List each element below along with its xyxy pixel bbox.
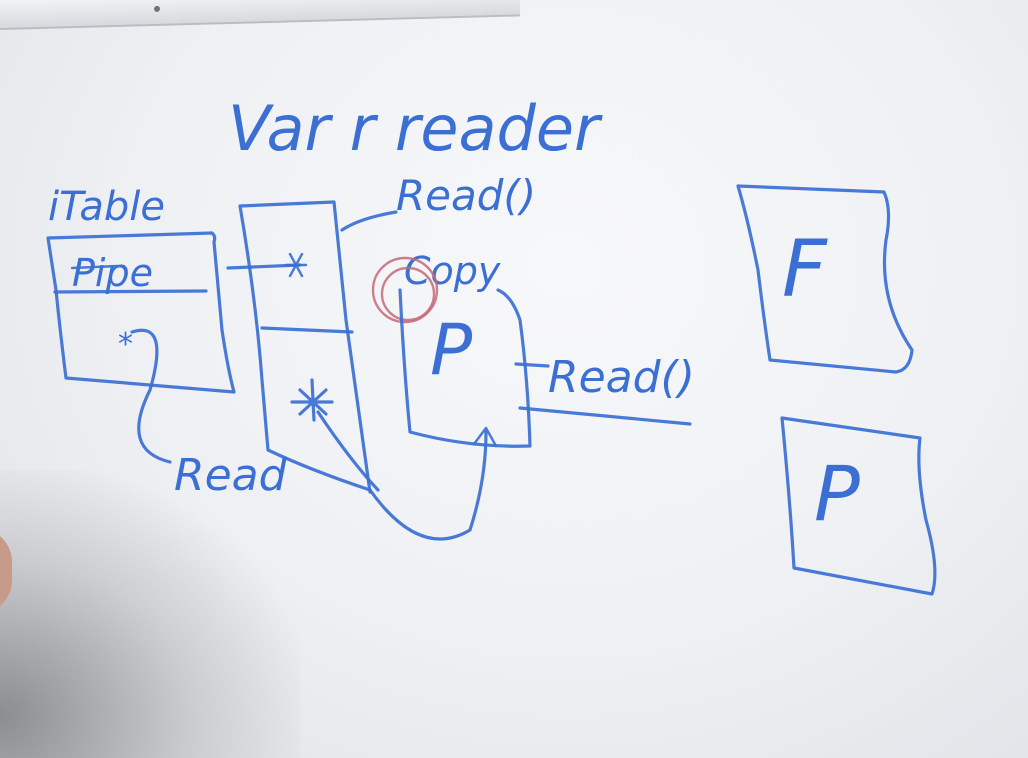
box-f: [736, 184, 914, 374]
title-text: Var r reader: [228, 92, 603, 165]
itable-label: iTable: [48, 184, 165, 230]
right-read-connector: [514, 362, 550, 368]
itable-star: *: [118, 327, 133, 362]
copy-highlight-ring-2: [380, 266, 436, 322]
method-right-text: Read(): [548, 352, 695, 403]
itable-entry-text: Pipe: [72, 251, 153, 295]
box-f-letter: F: [782, 225, 828, 315]
interface-column-box: [238, 200, 372, 494]
column-lower-star: [290, 378, 334, 422]
presenter-shadow: [0, 470, 300, 758]
method-top-text: Read(): [396, 171, 536, 220]
method-bottom-text: Read: [174, 450, 288, 501]
loop-arrow-head: [472, 426, 498, 448]
loop-arrow: [368, 430, 488, 541]
column-divider: [260, 326, 354, 334]
presenter-hand: [0, 528, 12, 614]
column-to-read-link: [340, 210, 398, 232]
right-read-underline: [518, 406, 692, 426]
itable-divider: [53, 289, 208, 294]
itable-box: [46, 231, 236, 394]
itable-to-read-curve: [130, 328, 172, 464]
copy-box-letter: P: [430, 309, 473, 391]
itable-arrow-star: [284, 252, 308, 278]
copy-box: [398, 288, 532, 448]
box-p-letter: P: [814, 449, 860, 538]
box-p: [780, 416, 937, 596]
itable-entry-strike: [70, 264, 120, 270]
copy-highlight-ring: [371, 256, 439, 324]
column-star-to-box-arrow: [316, 410, 380, 492]
